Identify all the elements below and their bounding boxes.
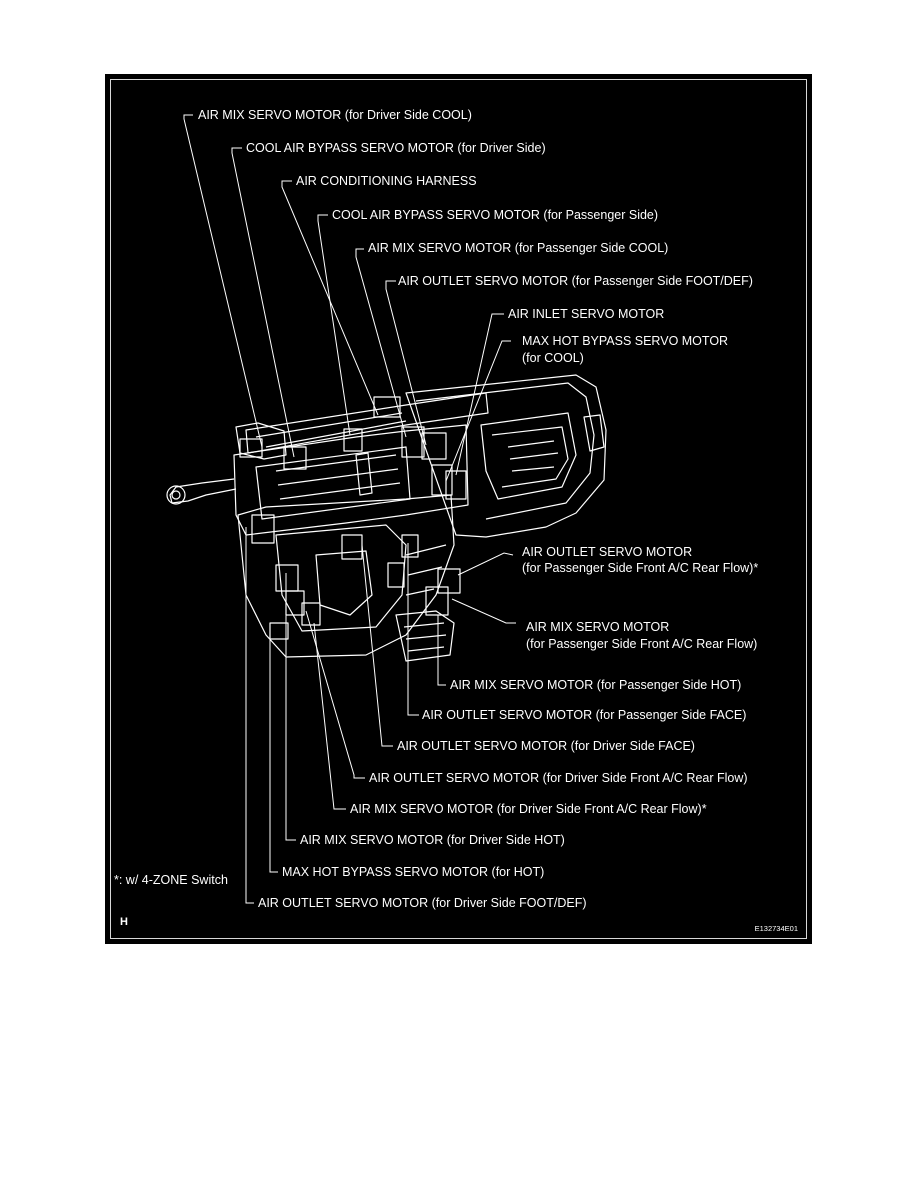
section-letter: H bbox=[120, 916, 128, 928]
hvac-unit-illustration: AIR MIX SERVO MOTOR (for Driver Side COO… bbox=[114, 108, 798, 933]
label-cool-air-bypass-driver: COOL AIR BYPASS SERVO MOTOR (for Driver … bbox=[246, 141, 546, 155]
label-max-hot-bypass-cool-sub: (for COOL) bbox=[522, 351, 584, 365]
diagram-inner-border bbox=[110, 79, 807, 939]
figure-code: E132734E01 bbox=[755, 924, 798, 933]
label-air-outlet-passenger-rear: AIR OUTLET SERVO MOTOR bbox=[522, 545, 692, 559]
hvac-unit-body bbox=[166, 374, 607, 662]
label-air-outlet-passenger-foot-def: AIR OUTLET SERVO MOTOR (for Passenger Si… bbox=[398, 274, 753, 288]
label-air-outlet-passenger-rear-sub: (for Passenger Side Front A/C Rear Flow)… bbox=[522, 561, 758, 575]
label-cool-air-bypass-passenger: COOL AIR BYPASS SERVO MOTOR (for Passeng… bbox=[332, 208, 658, 222]
label-max-hot-bypass-cool: MAX HOT BYPASS SERVO MOTOR bbox=[522, 334, 728, 348]
label-air-mix-passenger-rear: AIR MIX SERVO MOTOR bbox=[526, 620, 669, 634]
label-air-inlet: AIR INLET SERVO MOTOR bbox=[508, 307, 664, 321]
label-air-mix-passenger-hot: AIR MIX SERVO MOTOR (for Passenger Side … bbox=[450, 678, 741, 692]
diagram-frame: AIR MIX SERVO MOTOR (for Driver Side COO… bbox=[105, 74, 812, 944]
label-air-mix-passenger-cool: AIR MIX SERVO MOTOR (for Passenger Side … bbox=[368, 241, 668, 255]
label-air-mix-driver-rear: AIR MIX SERVO MOTOR (for Driver Side Fro… bbox=[350, 802, 707, 816]
footnote: *: w/ 4-ZONE Switch bbox=[114, 873, 228, 887]
label-air-mix-driver-cool: AIR MIX SERVO MOTOR (for Driver Side COO… bbox=[198, 108, 472, 122]
label-air-mix-passenger-rear-sub: (for Passenger Side Front A/C Rear Flow) bbox=[526, 637, 757, 651]
label-air-outlet-driver-foot-def: AIR OUTLET SERVO MOTOR (for Driver Side … bbox=[258, 896, 587, 910]
label-air-mix-driver-hot: AIR MIX SERVO MOTOR (for Driver Side HOT… bbox=[300, 833, 565, 847]
label-air-outlet-driver-face: AIR OUTLET SERVO MOTOR (for Driver Side … bbox=[397, 739, 695, 753]
leader-lines bbox=[183, 114, 516, 904]
label-max-hot-bypass-hot: MAX HOT BYPASS SERVO MOTOR (for HOT) bbox=[282, 865, 544, 879]
label-ac-harness: AIR CONDITIONING HARNESS bbox=[296, 174, 477, 188]
label-air-outlet-passenger-face: AIR OUTLET SERVO MOTOR (for Passenger Si… bbox=[422, 708, 746, 722]
label-air-outlet-driver-rear: AIR OUTLET SERVO MOTOR (for Driver Side … bbox=[369, 771, 748, 785]
